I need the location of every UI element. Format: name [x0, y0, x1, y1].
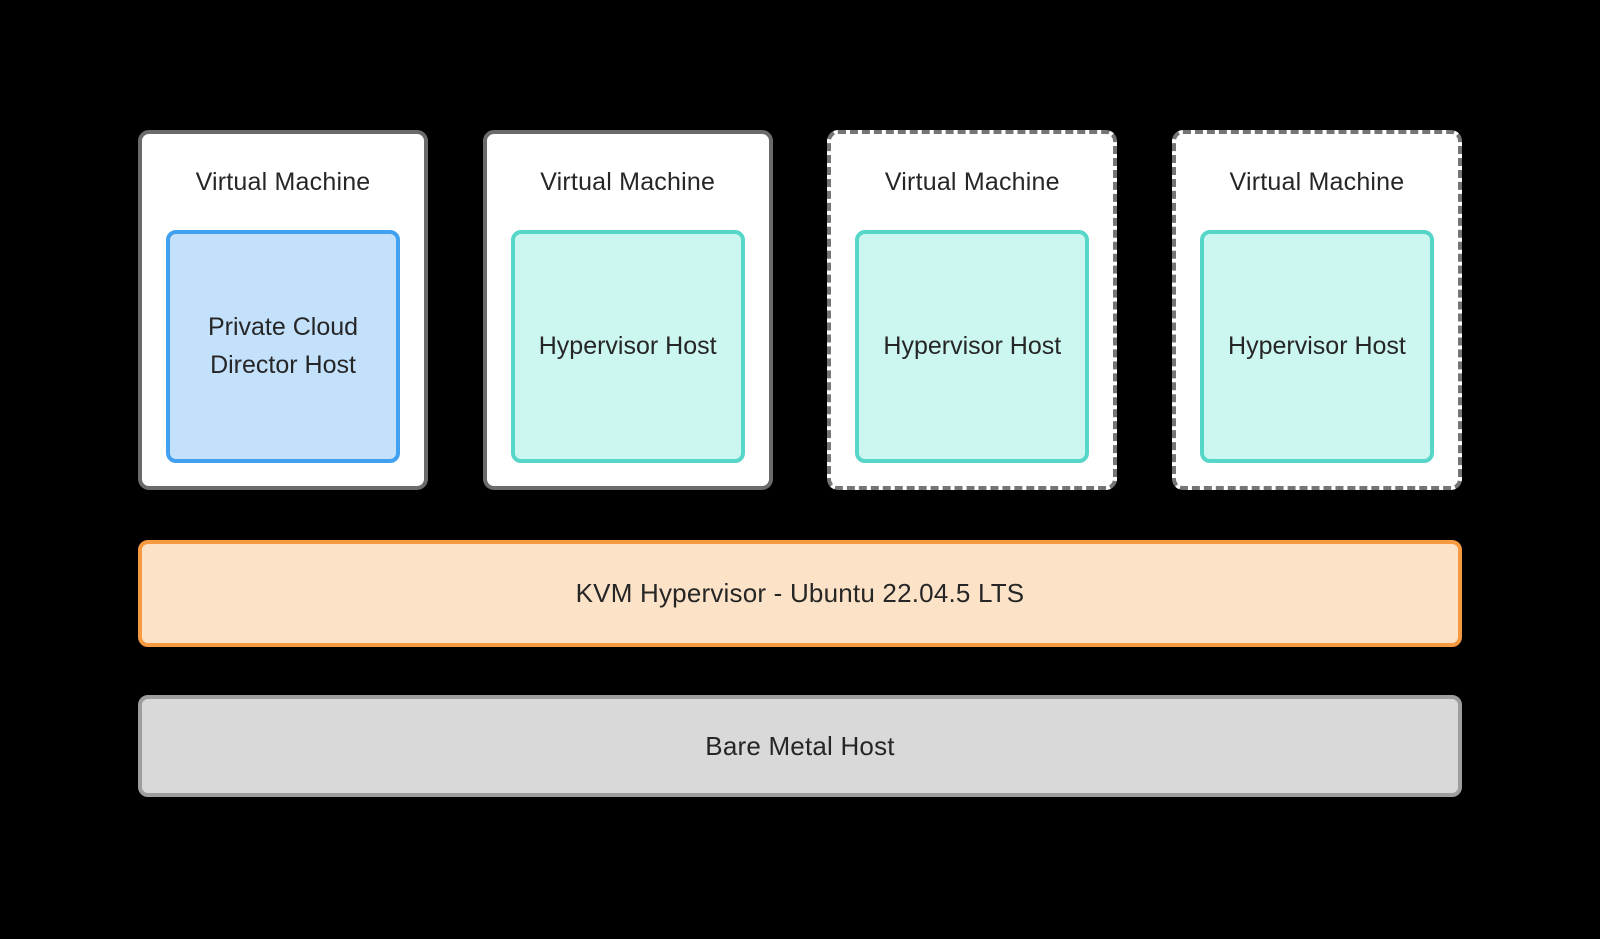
vm-row: Virtual Machine Private Cloud Director H…	[138, 130, 1462, 490]
vm-box-3: Virtual Machine Hypervisor Host	[827, 130, 1118, 490]
private-cloud-director-host-box: Private Cloud Director Host	[166, 230, 400, 463]
vm-box-1: Virtual Machine Private Cloud Director H…	[138, 130, 428, 490]
vm-title: Virtual Machine	[195, 167, 371, 196]
hypervisor-host-box: Hypervisor Host	[510, 230, 745, 463]
hypervisor-host-box: Hypervisor Host	[855, 230, 1090, 463]
vm-title: Virtual Machine	[540, 167, 716, 196]
hypervisor-host-box: Hypervisor Host	[1199, 230, 1434, 463]
vm-title: Virtual Machine	[884, 167, 1060, 196]
vm-title: Virtual Machine	[1229, 167, 1405, 196]
vm-box-2: Virtual Machine Hypervisor Host	[482, 130, 773, 490]
kvm-hypervisor-layer: KVM Hypervisor - Ubuntu 22.04.5 LTS	[138, 540, 1462, 647]
bare-metal-host-layer: Bare Metal Host	[138, 695, 1462, 797]
vm-box-4: Virtual Machine Hypervisor Host	[1171, 130, 1462, 490]
